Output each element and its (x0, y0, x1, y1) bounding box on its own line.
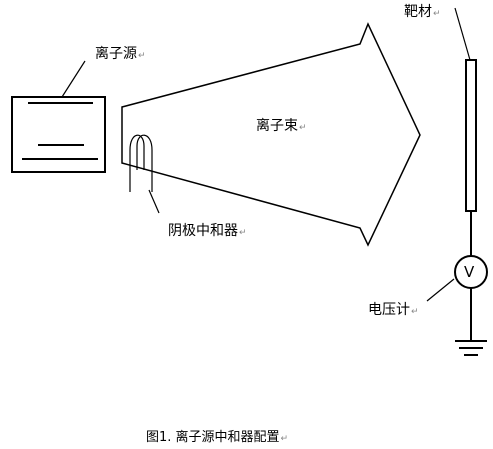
voltmeter-label-text: 电压计 (368, 302, 410, 318)
ground-symbol (455, 340, 487, 356)
ion-source-label: 离子源↵ (95, 46, 146, 64)
ion-source-label-text: 离子源 (95, 46, 137, 62)
paragraph-mark: ↵ (138, 51, 146, 61)
paragraph-mark: ↵ (433, 9, 441, 19)
ion-beam-label-text: 离子束 (256, 118, 298, 134)
paragraph-mark: ↵ (299, 123, 307, 133)
cathode-neutralizer-label: 阴极中和器↵ (168, 223, 247, 241)
target-plate (465, 59, 477, 212)
paragraph-mark: ↵ (280, 434, 289, 444)
voltmeter-label: 电压计↵ (368, 302, 419, 320)
cathode-neutralizer-leader-line (148, 189, 160, 214)
cathode-neutralizer-label-text: 阴极中和器 (168, 223, 238, 239)
cathode-neutralizer-coil (129, 134, 153, 192)
voltmeter-leader-line (426, 278, 455, 302)
ion-source-box (11, 96, 106, 173)
paragraph-mark: ↵ (411, 307, 419, 317)
target-label-text: 靶材 (404, 4, 432, 20)
target-label: 靶材↵ (404, 4, 441, 22)
ion-beam-arrow (121, 22, 421, 247)
voltmeter-symbol: V (464, 263, 475, 281)
figure-caption-text: 图1. 离子源中和器配置 (146, 430, 280, 445)
ion-source-leader-line (61, 60, 86, 98)
paragraph-mark: ↵ (239, 228, 247, 238)
ion-beam-label: 离子束↵ (256, 118, 307, 136)
figure-caption: 图1. 离子源中和器配置↵ (146, 430, 288, 447)
target-leader-line (454, 7, 471, 61)
